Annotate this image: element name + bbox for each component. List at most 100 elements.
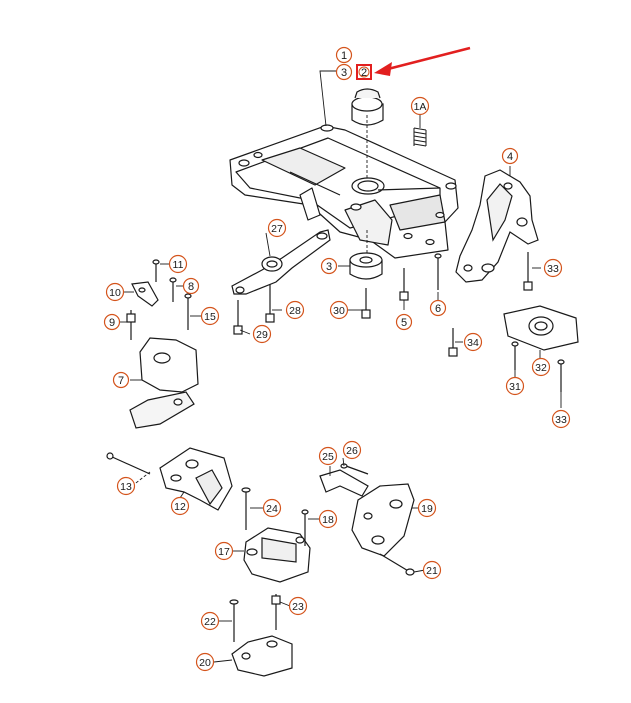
transmission-mount [243,527,311,583]
callout-c8: 8 [182,277,200,295]
callout-label: 1A [414,101,427,113]
callout-circle [531,357,551,377]
subframe [229,124,459,259]
rubber-bushing-lower [349,252,383,280]
callout-c24: 24 [262,498,282,518]
callout-label: 29 [256,329,268,341]
callout-c23: 23 [288,596,308,616]
callout-circle [288,596,308,616]
callout-label: 3 [326,261,332,273]
engine-mount-left [129,337,199,429]
callout-label: 31 [509,381,521,393]
callout-circle [335,46,353,64]
callout-label: 19 [421,503,433,515]
callout-label: 22 [204,616,216,628]
callout-c13: 13 [116,476,136,496]
gearbox-mount [159,447,233,511]
callout-label: 27 [271,223,283,235]
callout-label: 15 [204,311,216,323]
callout-label: 2 [361,67,367,79]
callout-label: 18 [322,514,334,526]
torque-support-link [231,229,331,295]
callout-c34: 34 [463,332,483,352]
callout-c11: 11 [168,254,188,274]
callout-label: 8 [188,281,194,293]
callout-c18: 18 [318,509,338,529]
callout-label: 25 [322,451,334,463]
callout-c12: 12 [170,496,190,516]
rubber-bushing-top [351,88,384,126]
small-bracket [131,281,159,307]
callout-circle [320,257,338,275]
callout-label: 28 [289,305,301,317]
callout-label: 11 [173,259,184,271]
callout-circle [543,258,563,278]
callout-c1: 1 [335,46,353,64]
callout-circle [252,324,272,344]
callout-c33b: 33 [551,409,571,429]
callout-circle [358,66,370,78]
callout-label: 4 [507,151,513,163]
callout-circle [501,147,519,165]
callout-c9: 9 [103,313,121,331]
callout-label: 23 [292,601,304,613]
callout-label: 21 [426,565,438,577]
callout-circle [182,277,200,295]
callout-c25: 25 [318,446,338,466]
callout-c29: 29 [252,324,272,344]
callout-c5: 5 [395,313,413,331]
callout-c6: 6 [429,299,447,317]
callout-circle [318,509,338,529]
callout-c1a: 1A [410,96,430,116]
callout-circle [335,63,353,81]
callout-circle [318,446,338,466]
callout-label: 3 [341,67,347,79]
callout-c10: 10 [105,282,125,302]
callout-circle [116,476,136,496]
callout-circle [429,299,447,317]
callout-circle [417,498,437,518]
callout-c4: 4 [501,147,519,165]
callout-c33a: 33 [543,258,563,278]
engine-bracket-right [455,169,539,283]
callout-label: 1 [341,50,347,62]
callout-circle [342,440,362,460]
callout-label: 20 [199,657,211,669]
callout-circle [422,560,442,580]
strap-bracket [319,469,369,497]
callout-label: 10 [109,287,121,299]
callout-c3top: 3 [335,63,353,81]
callout-label: 17 [218,546,230,558]
callout-circle [329,300,349,320]
callout-c21: 21 [422,560,442,580]
callout-circle [112,371,130,389]
callout-label: 34 [467,337,479,349]
callout-label: 12 [174,501,186,513]
callout-c32: 32 [531,357,551,377]
callout-label: 33 [547,263,559,275]
callout-c7: 7 [112,371,130,389]
lower-bracket [231,635,293,677]
support-bracket [351,483,415,557]
callout-label: 26 [346,445,358,457]
callout-circle [267,218,287,238]
callout-c15: 15 [200,306,220,326]
callout-c28: 28 [285,300,305,320]
callout-circle [195,652,215,672]
callout-label: 9 [109,317,115,329]
callout-circle [395,313,413,331]
callout-c30: 30 [329,300,349,320]
callout-circle [285,300,305,320]
callout-label: 33 [555,414,567,426]
callout-label: 13 [120,481,132,493]
callout-label: 24 [266,503,278,515]
callout-label: 7 [118,375,124,387]
callout-circle [168,254,188,274]
callout-c31: 31 [505,376,525,396]
callout-circle [105,282,125,302]
callout-circle [262,498,282,518]
callout-circle [200,306,220,326]
callout-c27: 27 [267,218,287,238]
